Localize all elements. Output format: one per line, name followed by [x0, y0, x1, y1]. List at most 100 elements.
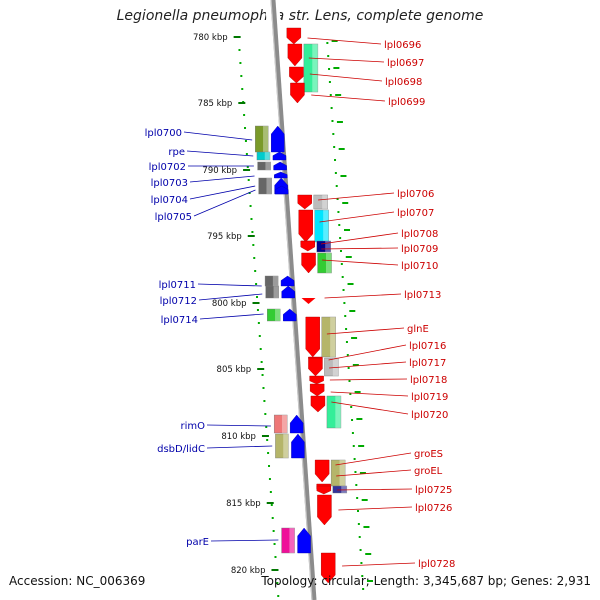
- scale-dot: [346, 354, 349, 356]
- scale-dot: [250, 218, 253, 220]
- scale-dot: [328, 81, 331, 83]
- forward-gene-arrow: [287, 43, 303, 67]
- scale-tick-mark: [261, 435, 269, 437]
- gene-label-reverse: lpl0712: [160, 296, 197, 307]
- scale-dash: [359, 472, 366, 474]
- cog-color-box-shade: [272, 276, 279, 286]
- scale-dash: [354, 391, 361, 393]
- cog-color-box: [267, 308, 281, 322]
- scale-dot: [356, 497, 359, 499]
- scale-dot: [358, 536, 361, 538]
- scale-dot: [251, 231, 254, 233]
- cog-color-box-shade: [266, 178, 272, 194]
- cog-color-box: [281, 527, 295, 554]
- scale-dot: [328, 68, 331, 70]
- gene-label-forward: lpl0713: [404, 290, 441, 301]
- label-leader-line: [331, 401, 409, 415]
- scale-tick-label: 795 kbp: [207, 232, 242, 242]
- label-leader-line: [206, 424, 271, 427]
- cog-color-box-shade: [330, 317, 336, 357]
- genome-backbone: [265, 0, 320, 600]
- scale-dot: [259, 348, 262, 350]
- label-leader-line: [183, 131, 253, 141]
- forward-gene-arrow: [317, 494, 332, 526]
- label-leader-line: [330, 391, 409, 397]
- gene-label-reverse: lpl0704: [151, 195, 188, 206]
- scale-dot: [267, 452, 270, 454]
- scale-dot: [345, 341, 348, 343]
- backbone-line: [270, 0, 317, 600]
- scale-dash: [356, 418, 363, 420]
- scale-dash: [335, 94, 342, 96]
- label-leader-line: [328, 344, 407, 361]
- cog-color-box-shade: [275, 309, 281, 321]
- cog-color-box-shade: [332, 358, 339, 376]
- gene-label-reverse: parE: [186, 537, 209, 548]
- cog-color-box-shade: [323, 210, 329, 242]
- label-leader-line: [198, 293, 263, 301]
- scale-dot: [249, 205, 252, 207]
- forward-gene-arrow: [298, 209, 313, 243]
- scale-dash: [349, 310, 356, 312]
- scale-dash: [351, 337, 358, 339]
- label-leader-line: [336, 469, 412, 477]
- cog-color-box: [321, 316, 336, 358]
- scale-dot: [276, 582, 279, 584]
- scale-dot: [254, 270, 257, 272]
- label-leader-line: [189, 175, 255, 183]
- scale-dot: [266, 439, 269, 441]
- label-leader-line: [329, 378, 408, 381]
- scale-dot: [277, 595, 280, 597]
- label-leaders: [183, 37, 416, 567]
- cog-color-box-shade: [265, 162, 271, 170]
- reverse-gene-arrow: [281, 285, 295, 299]
- forward-gene-arrow: [321, 552, 336, 584]
- reverse-gene-arrow: [274, 171, 288, 179]
- gene-label-forward: lpl0699: [388, 97, 425, 108]
- scale-dot: [239, 62, 242, 64]
- scale-dash: [365, 553, 372, 555]
- scale-dot: [350, 406, 353, 408]
- scale-dot: [253, 257, 256, 259]
- scale-dot: [343, 302, 346, 304]
- label-leader-line: [342, 562, 416, 567]
- cog-color-box-shade: [281, 415, 288, 433]
- scale-dot: [247, 179, 250, 181]
- label-leader-line: [319, 211, 395, 223]
- label-leader-line: [322, 259, 399, 266]
- cog-color-box: [264, 275, 279, 287]
- reverse-gene-arrow: [283, 308, 297, 322]
- gene-label-forward: lpl0718: [410, 375, 447, 386]
- scale-tick-mark: [266, 502, 274, 504]
- gene-label-forward: lpl0728: [418, 559, 455, 570]
- forward-gene-arrow: [305, 316, 320, 358]
- cog-color-box-shade: [341, 486, 347, 493]
- scale-dot: [268, 465, 271, 467]
- scale-tick-label: 820 kbp: [231, 566, 266, 576]
- scale-dot: [354, 471, 357, 473]
- scale-dot: [342, 289, 345, 291]
- scale-dot: [255, 283, 258, 285]
- label-leader-line: [189, 185, 256, 200]
- cog-color-box-shade: [289, 528, 295, 553]
- gene-label-reverse: lpl0702: [149, 162, 186, 173]
- forward-gene-arrow: [309, 383, 325, 397]
- scale-tick-mark: [238, 102, 246, 104]
- label-leader-line: [318, 192, 395, 201]
- scale-dot: [326, 42, 329, 44]
- scale-dash: [333, 67, 340, 69]
- scale-dot: [347, 367, 350, 369]
- reverse-gene-arrow: [297, 527, 311, 554]
- scale-tick-mark: [257, 368, 265, 370]
- topology-text: Topology: circular; Length: 3,345,687 bp…: [261, 574, 591, 588]
- scale-dash: [352, 364, 359, 366]
- scale-tick-label: 805 kbp: [217, 365, 252, 375]
- scale-dot: [262, 387, 265, 389]
- label-leader-line: [335, 452, 412, 466]
- label-leader-line: [210, 539, 279, 542]
- gene-label-reverse: lpl0700: [145, 128, 182, 139]
- scale-dot: [351, 432, 354, 434]
- scale-dot: [334, 172, 337, 174]
- scale-tick-mark: [271, 569, 279, 571]
